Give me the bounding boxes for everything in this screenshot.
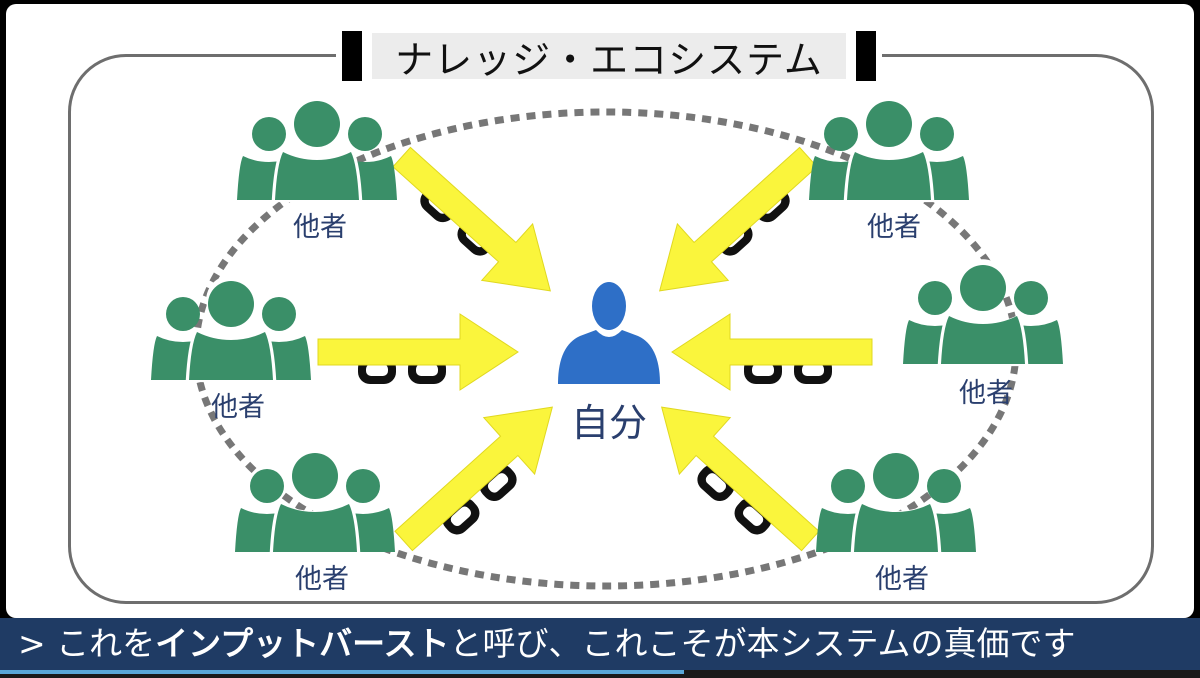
others-label: 他者 — [875, 564, 929, 595]
others-label: 他者 — [211, 392, 265, 423]
title-bracket-right — [856, 31, 876, 81]
slide-title: ナレッジ・エコシステム — [372, 33, 846, 82]
arrow-bottom-left — [377, 378, 579, 570]
others-label: 他者 — [867, 212, 921, 243]
people-icon — [809, 95, 969, 202]
people-icon — [903, 259, 1063, 366]
arrow-top-right — [633, 128, 835, 320]
ecosystem-diagram: 自分 他者 他者 他者 他者 他者 — [6, 4, 1194, 595]
arrow-top-left — [375, 128, 577, 320]
slide: 自分 他者 他者 他者 他者 他者 — [6, 4, 1194, 618]
self-label: 自分 — [571, 401, 647, 445]
others-label: 他者 — [295, 564, 349, 595]
caption-suffix: と呼び、これこそが本システムの真価です — [449, 624, 1076, 663]
title-banner: ナレッジ・エコシステム — [336, 29, 882, 83]
subtitle-caption: > これをインプットバーストと呼び、これこそが本システムの真価です — [0, 618, 1200, 670]
arrow-middle-right — [671, 313, 873, 391]
title-bracket-left — [342, 31, 362, 81]
caption-prefix: > これを — [18, 624, 156, 663]
others-group-bottom-right: 他者 — [816, 447, 976, 595]
arrow-middle-left — [317, 313, 519, 391]
people-icon — [151, 275, 311, 382]
arrow-bottom-right — [635, 378, 837, 570]
others-group-bottom-left: 他者 — [235, 447, 395, 595]
others-group-top-right: 他者 — [809, 95, 969, 243]
video-progress-fill — [0, 670, 684, 674]
others-label: 他者 — [959, 378, 1013, 409]
others-label: 他者 — [293, 212, 347, 243]
self-person-icon — [558, 282, 660, 384]
video-progress-bar[interactable] — [0, 670, 1200, 678]
people-icon — [237, 95, 397, 202]
people-icon — [235, 447, 395, 554]
people-icon — [816, 447, 976, 554]
others-group-top-left: 他者 — [237, 95, 397, 243]
others-group-middle-left: 他者 — [151, 275, 311, 423]
others-group-middle-right: 他者 — [903, 259, 1063, 409]
caption-emphasis: インプットバースト — [155, 624, 450, 663]
